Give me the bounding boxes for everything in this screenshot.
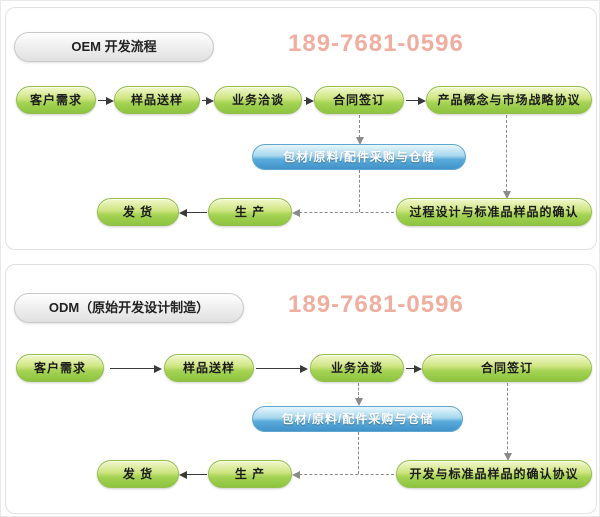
flow-step-customer-demand: 客户需求 bbox=[16, 354, 104, 382]
flow-arrow-right bbox=[406, 365, 422, 373]
dashed-arrow-left bbox=[292, 471, 394, 479]
flow-step-sample-delivery: 样品送样 bbox=[164, 354, 254, 382]
flow-step-contract-signing: 合同签订 bbox=[422, 354, 592, 382]
flow-step-contract-signing: 合同签订 bbox=[314, 86, 404, 114]
flow-arrow-left bbox=[179, 209, 207, 217]
flow-step-business-negotiation: 业务洽谈 bbox=[310, 354, 404, 382]
flow-arrow-left bbox=[179, 471, 207, 479]
dashed-connector-down bbox=[359, 170, 360, 212]
flow-step-production: 生 产 bbox=[208, 198, 292, 226]
watermark-phone: 189-7681-0596 bbox=[288, 291, 464, 318]
dashed-connector-down bbox=[358, 432, 359, 474]
flow-step-customer-demand: 客户需求 bbox=[16, 86, 96, 114]
flow-arrow-right bbox=[202, 97, 214, 105]
dashed-connector-down bbox=[355, 383, 363, 406]
flow-step-business-negotiation: 业务洽谈 bbox=[214, 86, 302, 114]
flow-step-development-confirmation-agreement: 开发与标准品样品的确认协议 bbox=[396, 460, 592, 488]
flow-step-product-concept-strategy: 产品概念与市场战略协议 bbox=[426, 86, 592, 114]
dashed-arrow-left bbox=[292, 209, 394, 217]
flow-step-materials-procurement-storage: 包材/原料/配件采购与仓储 bbox=[252, 144, 466, 170]
flow-step-shipping: 发 货 bbox=[97, 460, 179, 488]
flow-arrow-right bbox=[304, 97, 314, 105]
dashed-connector-down bbox=[356, 115, 364, 145]
oem-panel: OEM 开发流程 189-7681-0596 客户需求 样品送样 业务洽谈 合同… bbox=[5, 7, 597, 250]
flow-step-materials-procurement-storage: 包材/原料/配件采购与仓储 bbox=[252, 406, 463, 432]
dashed-connector-down bbox=[504, 383, 512, 461]
oem-title-pill: OEM 开发流程 bbox=[14, 32, 214, 62]
flow-step-shipping: 发 货 bbox=[97, 198, 179, 226]
flow-arrow-right bbox=[98, 97, 114, 105]
flow-arrow-right bbox=[256, 365, 308, 373]
flow-arrow-right bbox=[406, 97, 426, 105]
watermark-phone: 189-7681-0596 bbox=[288, 30, 464, 57]
odm-panel: ODM（原始开发设计制造） 189-7681-0596 客户需求 样品送样 业务… bbox=[5, 264, 597, 514]
odm-title-pill: ODM（原始开发设计制造） bbox=[14, 293, 244, 323]
flow-arrow-right bbox=[110, 365, 162, 373]
flow-step-process-design-confirmation: 过程设计与标准品样品的确认 bbox=[396, 198, 592, 226]
flow-step-production: 生 产 bbox=[208, 460, 292, 488]
flow-step-sample-delivery: 样品送样 bbox=[114, 86, 200, 114]
dashed-connector-down bbox=[503, 115, 511, 199]
